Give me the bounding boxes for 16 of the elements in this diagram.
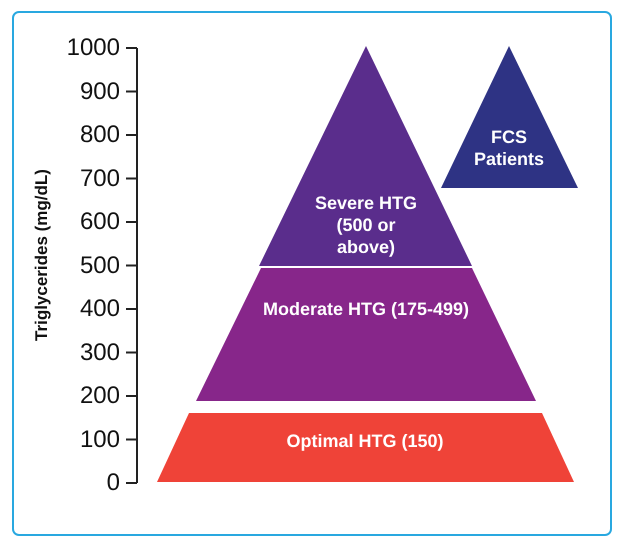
tier-label: FCS Patients bbox=[472, 126, 546, 170]
tier-label: Moderate HTG (175-499) bbox=[262, 298, 470, 320]
tick-label: 900 bbox=[78, 78, 120, 104]
tick-label: 400 bbox=[78, 296, 120, 322]
tick-label: 200 bbox=[78, 383, 120, 409]
tick-label: 800 bbox=[78, 122, 120, 148]
tick-label: 0 bbox=[106, 470, 120, 496]
tier-label: Optimal HTG (150) bbox=[285, 430, 445, 452]
tick-label: 500 bbox=[78, 252, 120, 278]
tick-label: 600 bbox=[78, 209, 120, 235]
tier-label: Severe HTG (500 or above) bbox=[314, 192, 418, 258]
tick-label: 700 bbox=[78, 166, 120, 192]
tick-label: 1000 bbox=[66, 35, 120, 61]
tick-label: 300 bbox=[78, 340, 120, 366]
axis-title: Triglycerides (mg/dL) bbox=[32, 168, 52, 343]
tick-label: 100 bbox=[78, 426, 120, 452]
